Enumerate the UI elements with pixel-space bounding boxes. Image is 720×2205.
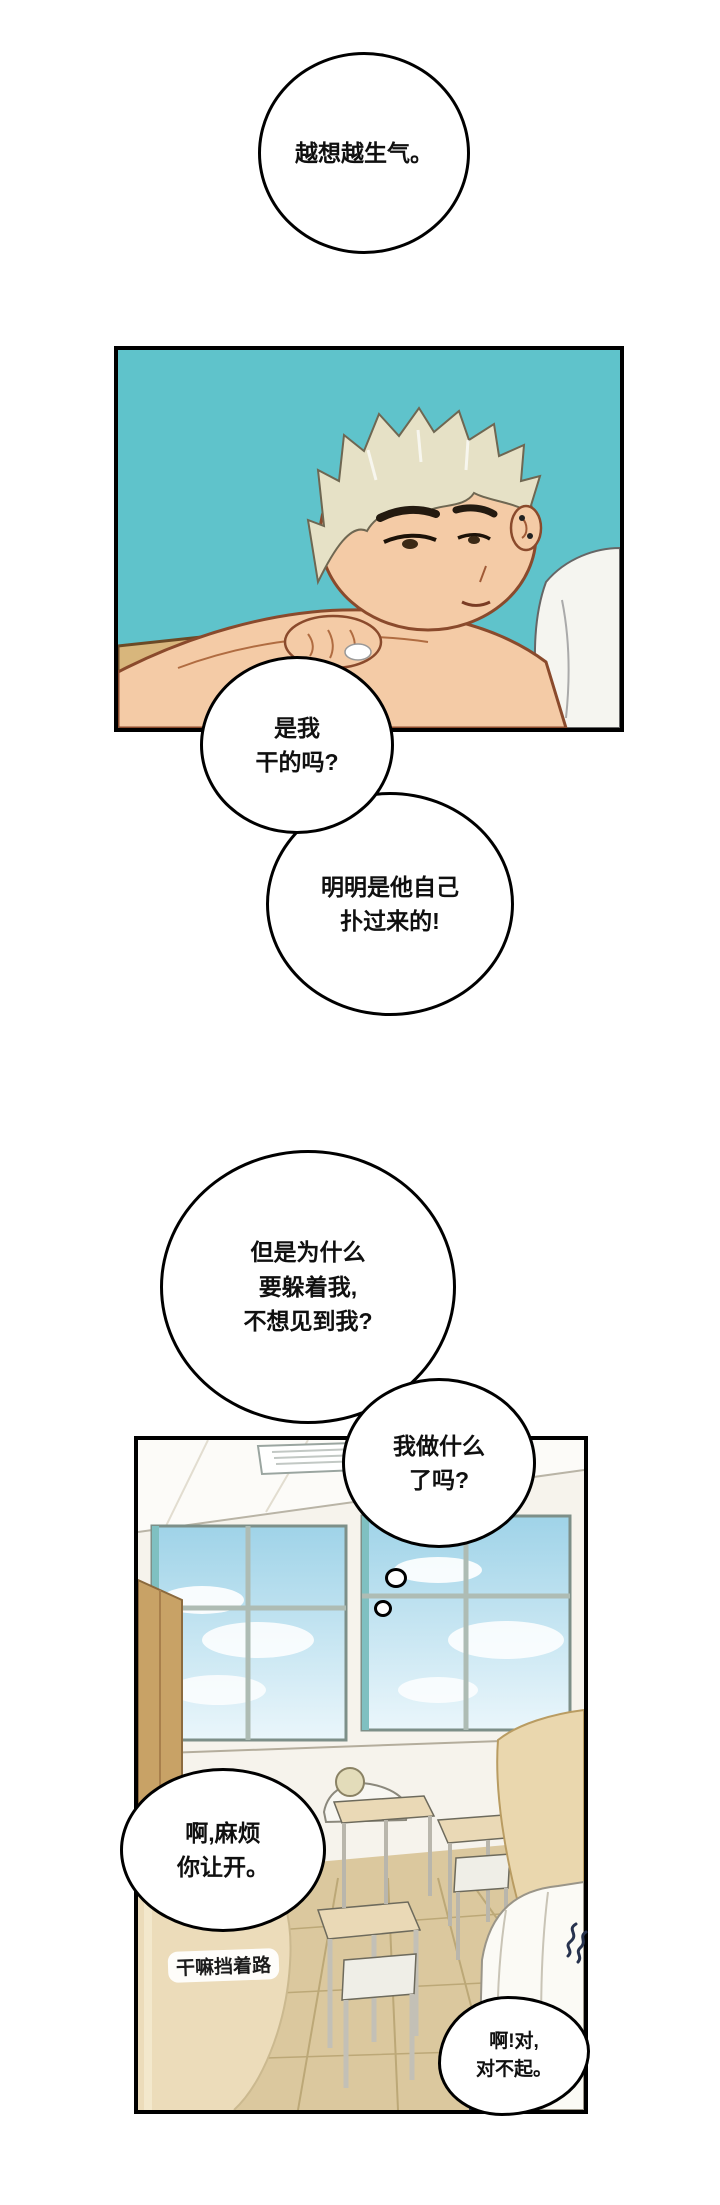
cloud	[170, 1675, 266, 1705]
mouth	[461, 600, 491, 607]
bubble-4-line: 但是为什么	[250, 1239, 366, 1266]
thought-dot-large	[385, 1568, 407, 1588]
bubble-1-line: 越想越生气。	[295, 139, 433, 166]
student-desk-top	[332, 1795, 436, 1824]
bubble-2-line: 是我	[274, 714, 320, 741]
cloud	[398, 1677, 478, 1703]
bubble-4-line: 不想见到我?	[243, 1308, 373, 1335]
eyebrow-left	[376, 505, 440, 522]
eye-left	[383, 533, 437, 544]
cloud	[202, 1622, 314, 1658]
eye-right	[457, 533, 491, 541]
desks-and-chairs	[316, 1813, 532, 2088]
bubble-5-line: 我做什么	[393, 1432, 485, 1459]
speech-bubble-2: 是我 干的吗?	[200, 656, 394, 834]
iris-left	[402, 539, 418, 549]
bubble-4-line: 要躲着我,	[258, 1273, 358, 1300]
speech-bubble-7: 啊!对, 对不起。	[438, 1996, 590, 2116]
speech-bubble-1: 越想越生气。	[258, 52, 470, 254]
speech-bubble-3: 明明是他自己 扑过来的!	[266, 792, 514, 1016]
bubble-3-line: 扑过来的!	[340, 908, 440, 934]
nose	[479, 565, 487, 583]
eyebrow-right	[452, 504, 498, 518]
chair-back	[453, 1853, 511, 1893]
ear-with-earrings	[509, 504, 543, 552]
hand	[283, 614, 383, 670]
bubble-6-line: 你让开。	[177, 1854, 269, 1880]
iris-right	[468, 536, 480, 544]
handwritten-aside: 干嘛挡着路	[167, 1948, 280, 1983]
bubble-3-line: 明明是他自己	[321, 873, 459, 900]
blond-hair	[306, 406, 542, 586]
bubble-7-line: 对不起。	[475, 2059, 552, 2080]
bubble-5-line: 了吗?	[408, 1467, 470, 1493]
cloud	[394, 1557, 482, 1583]
desk-nap-illustration	[118, 350, 620, 728]
speech-bubble-4: 但是为什么 要躲着我, 不想见到我?	[160, 1150, 456, 1424]
window-right	[360, 1514, 572, 1732]
student-blond-head	[335, 1767, 365, 1797]
earring-stud	[527, 533, 533, 539]
motion-squiggle-icon	[566, 1922, 588, 1964]
speech-bubble-6: 啊,麻烦 你让开。	[120, 1768, 326, 1932]
desk-top	[316, 1901, 422, 1940]
bubble-2-line: 干的吗?	[255, 749, 339, 775]
cloud	[448, 1621, 564, 1659]
face	[376, 504, 498, 607]
small-white-object	[344, 643, 372, 661]
bubble-6-line: 啊,麻烦	[185, 1819, 261, 1846]
earring-stud	[519, 515, 525, 521]
chair-back	[341, 1953, 417, 2001]
slumped-student	[322, 1767, 436, 1908]
thought-bubble-5: 我做什么 了吗?	[342, 1378, 536, 1548]
thought-dot-small	[374, 1600, 392, 1617]
bubble-7-line: 啊!对,	[489, 2031, 539, 2053]
panel-desk-nap	[114, 346, 624, 732]
